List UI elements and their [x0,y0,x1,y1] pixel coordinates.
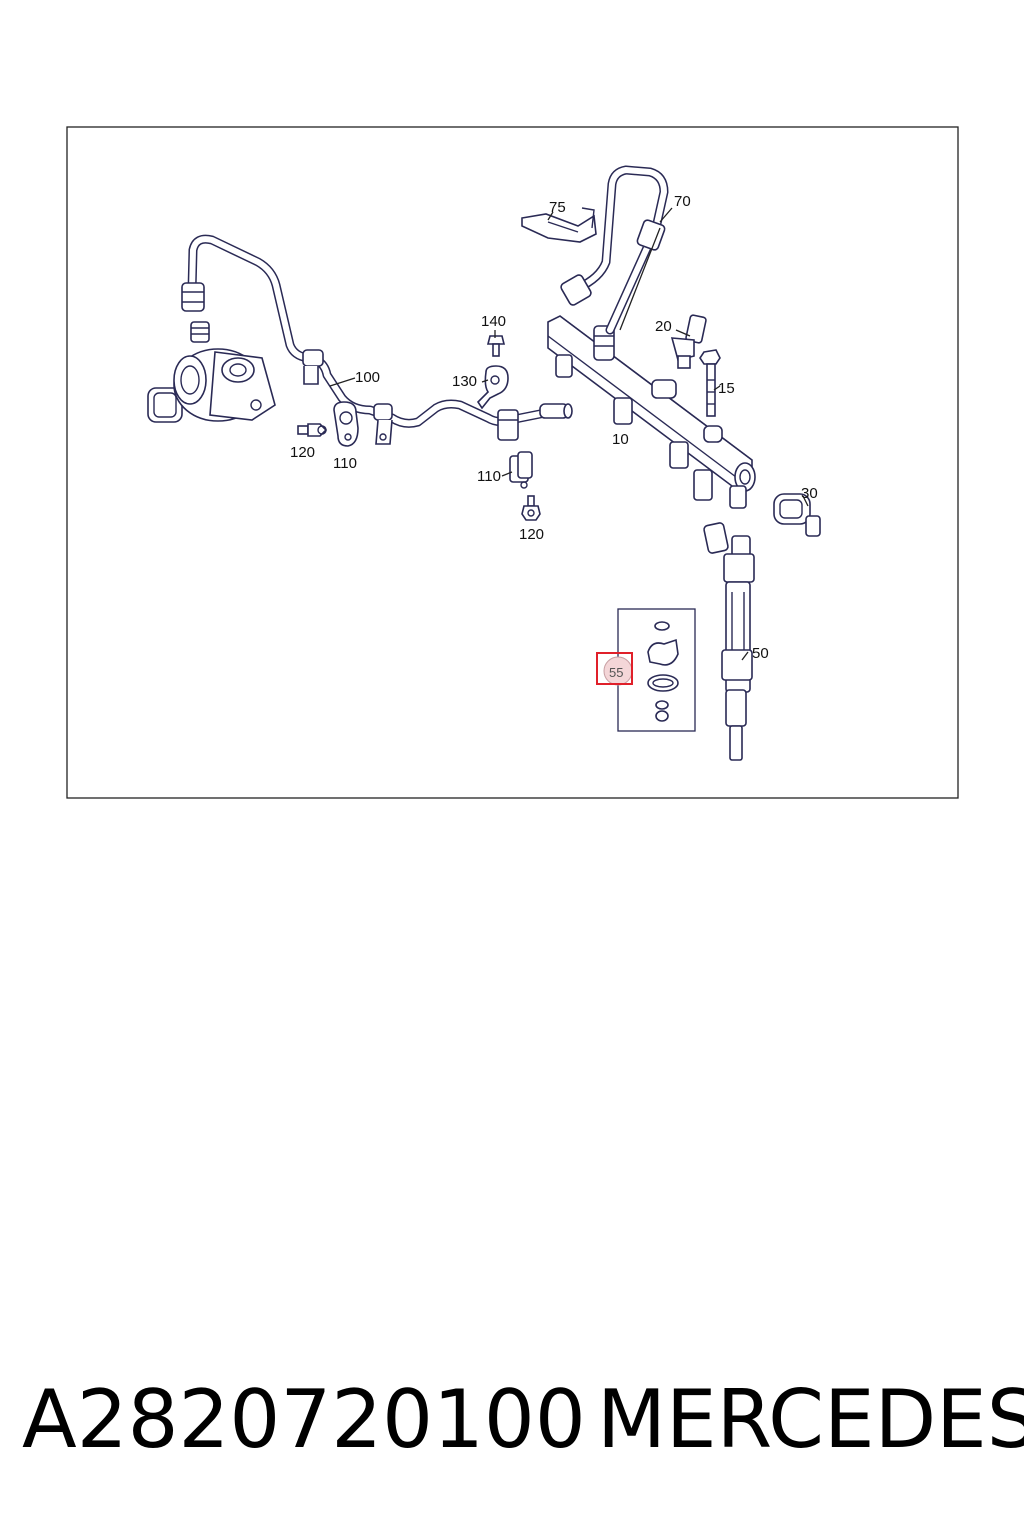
fuel-rail [547,315,756,509]
callout-55[interactable]: 55 [609,665,623,680]
callout-50[interactable]: 50 [752,645,769,662]
sensor-20 [670,314,707,369]
callout-110-left[interactable]: 110 [333,455,357,472]
high-pressure-pump [147,321,276,423]
pipe-clamp-center [497,409,519,441]
callout-120-left[interactable]: 120 [290,444,315,461]
part-number: A2820720100 [22,1373,586,1466]
leader-lines [329,207,809,661]
callout-15[interactable]: 15 [718,380,735,397]
fuel-line-70 [560,165,669,335]
pipe-bracket-left [303,366,393,445]
fuel-line-100 [181,234,573,428]
clamp-75 [521,207,597,243]
callout-130[interactable]: 130 [452,373,477,390]
callout-110-center[interactable]: 110 [477,468,501,485]
bolt-120-center [521,495,541,521]
bolt-120-left [297,423,328,437]
callout-100[interactable]: 100 [355,369,380,386]
bolt-15 [699,349,721,417]
callout-20[interactable]: 20 [655,318,672,335]
clamp-110-center [509,451,533,489]
callout-10[interactable]: 10 [612,431,629,448]
callout-30[interactable]: 30 [801,485,818,502]
highlight-box [596,652,633,685]
clip-130 [476,365,509,410]
callout-70[interactable]: 70 [674,193,691,210]
diagram-frame [66,126,959,799]
injector-50 [703,522,755,761]
seal-kit-box [617,608,696,732]
callout-55-highlight[interactable]: 55 [596,652,633,686]
sensor-30 [773,493,821,537]
callout-140[interactable]: 140 [481,313,506,330]
footer: A2820720100 MERCEDES [0,1372,1024,1472]
callout-120-center[interactable]: 120 [519,526,544,543]
brand-name: MERCEDES [597,1373,1024,1466]
callout-75[interactable]: 75 [549,199,566,216]
clamp-110-left [333,401,359,447]
bolt-140 [486,335,506,357]
